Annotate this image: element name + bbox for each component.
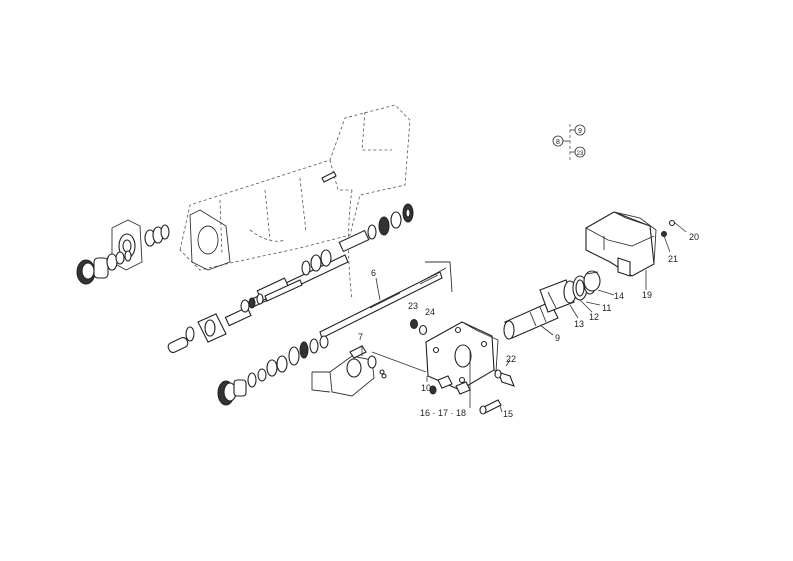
pto-guard-19	[585, 211, 657, 277]
callout-23: 23	[408, 301, 418, 311]
reference-legend: 8 9 23	[552, 124, 586, 160]
washer-23	[410, 319, 418, 329]
pto-housing-plate-10	[371, 321, 499, 395]
washer-21	[661, 231, 667, 237]
front-gear-assembly	[76, 250, 132, 285]
callout-10: 10	[421, 383, 431, 393]
callout-11: 11	[602, 303, 611, 313]
callout-labels: 6 7 9 10 11 12 13 14 15 16 · 17 · 18 19 …	[358, 232, 699, 419]
callout-24: 24	[425, 307, 435, 317]
bolt-15	[479, 399, 502, 415]
main-shaft-6	[319, 261, 453, 339]
callout-9: 9	[555, 333, 560, 343]
front-cover-plate	[111, 219, 170, 271]
callout-20: 20	[689, 232, 699, 242]
legend-circle-bottom	[574, 146, 586, 158]
callout-14: 14	[614, 291, 624, 301]
callout-22: 22	[506, 354, 516, 364]
transmission-housing-outline	[179, 104, 411, 301]
bracket-7	[311, 345, 387, 397]
lower-gear-train	[217, 335, 329, 406]
output-shaft-9	[503, 279, 575, 340]
seal-14	[583, 270, 601, 292]
callout-6: 6	[371, 268, 376, 278]
callout-16-17-18: 16 · 17 · 18	[420, 408, 466, 418]
callout-15: 15	[503, 409, 513, 419]
housing-stud	[321, 171, 337, 183]
washer-24	[418, 324, 428, 336]
leader-lines	[361, 221, 687, 413]
lower-output-shaft	[167, 279, 303, 353]
callout-21: 21	[668, 254, 678, 264]
screw-20	[668, 219, 676, 227]
legend-left-label: 8	[556, 139, 560, 146]
callout-19: 19	[642, 290, 652, 300]
callout-12: 12	[589, 312, 599, 322]
callout-13: 13	[574, 319, 584, 329]
legend-circle-top	[574, 124, 586, 136]
pin-16-17-18	[429, 385, 437, 395]
callout-7: 7	[358, 332, 363, 342]
legend-top-label: 9	[578, 128, 582, 135]
legend-bottom-label: 23	[577, 151, 584, 157]
legend-circle-left	[552, 135, 564, 147]
bolt-22	[494, 369, 515, 387]
